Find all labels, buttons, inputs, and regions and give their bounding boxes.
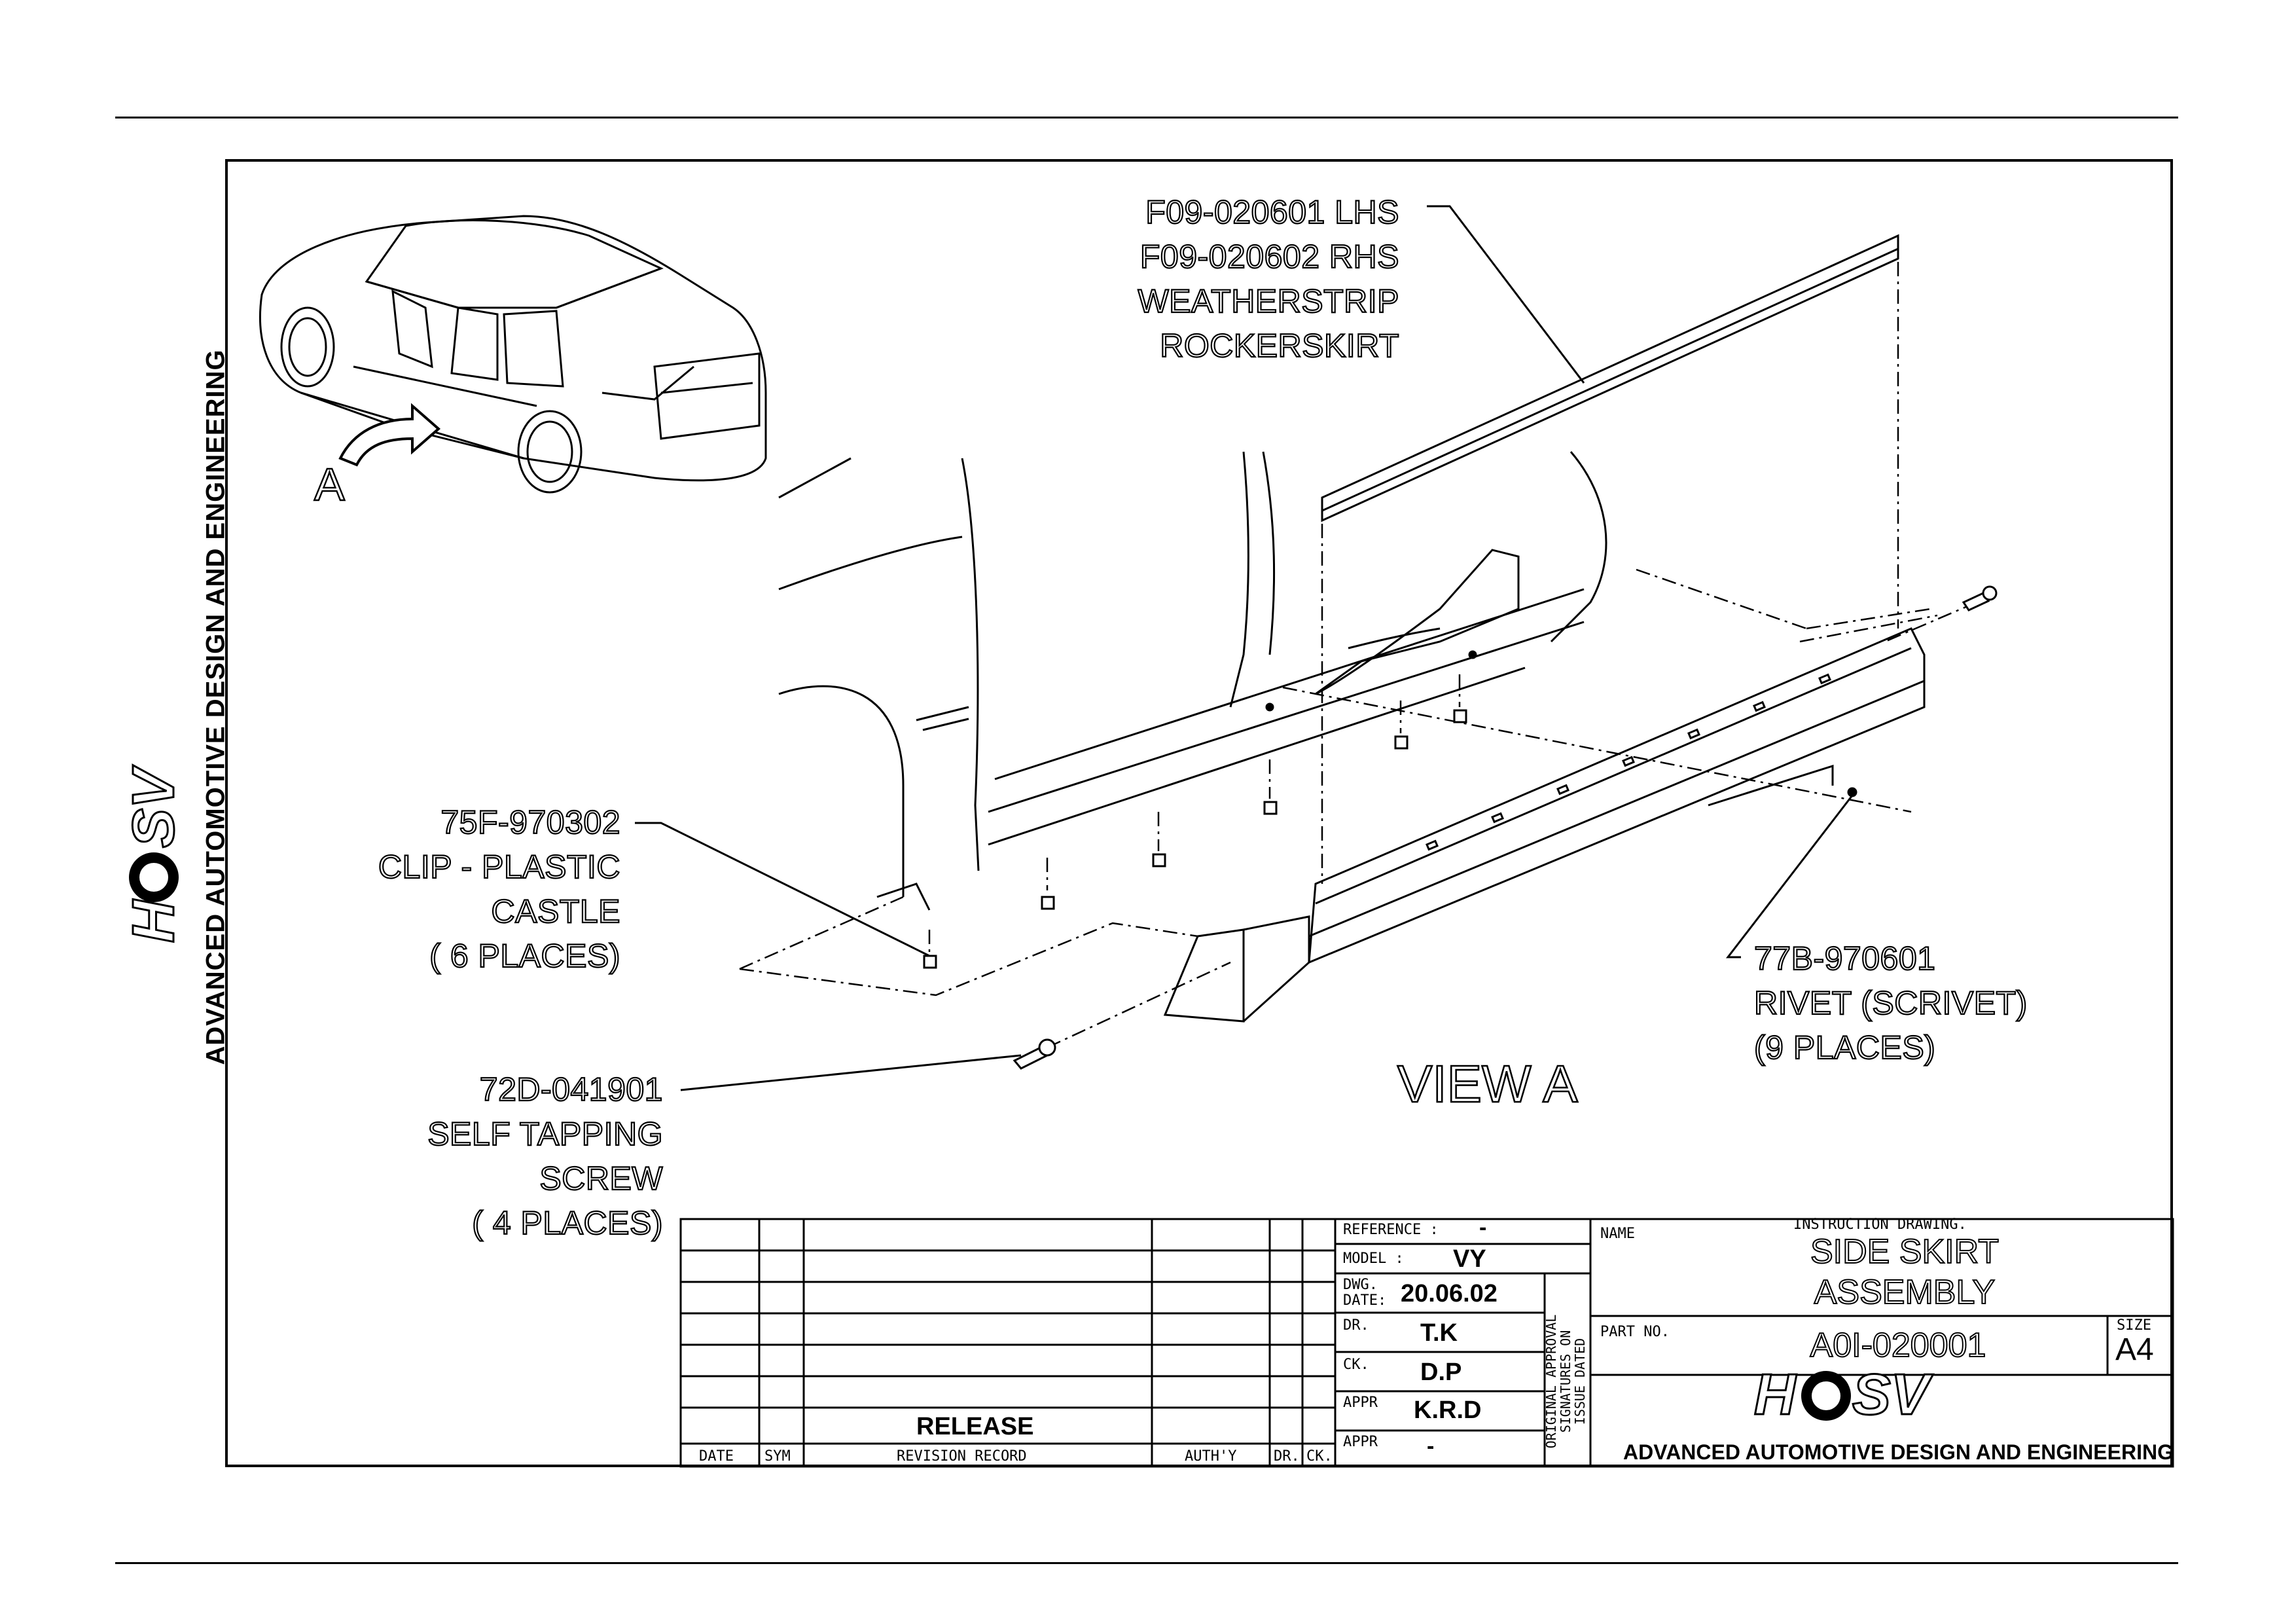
callout-line: 77B-970601	[1753, 939, 1936, 977]
drawing-title-line1: SIDE SKIRT	[1810, 1232, 2000, 1271]
rev-header-auth: AUTH'Y	[1185, 1448, 1237, 1465]
dwg-date-value: 20.06.02	[1401, 1280, 1498, 1307]
callout-line: F09-020601 LHS	[1145, 193, 1400, 231]
callout-line: 72D-041901	[479, 1070, 664, 1108]
weatherstrip-part	[1321, 234, 1899, 522]
rev-header-sym: SYM	[764, 1448, 791, 1465]
svg-text:H: H	[1754, 1362, 1797, 1427]
callout-line: RIVET (SCRIVET)	[1753, 984, 2028, 1022]
model-label: MODEL :	[1343, 1250, 1404, 1267]
drawing-type: INSTRUCTION DRAWING.	[1793, 1216, 1967, 1233]
side-company-name: ADVANCED AUTOMOTIVE DESIGN AND ENGINEERI…	[201, 349, 230, 1065]
size-label: SIZE	[2117, 1317, 2151, 1334]
approval-note-line: SIGNATURES ON	[1558, 1330, 1573, 1433]
rivet-fasteners	[1265, 650, 1857, 797]
rev-header-ck: CK.	[1306, 1448, 1333, 1465]
appr2-value: -	[1427, 1434, 1435, 1459]
callout-line: WEATHERSTRIP	[1137, 282, 1399, 320]
callout-line: CLIP - PLASTIC	[378, 848, 621, 886]
rev-header-record: REVISION RECORD	[897, 1448, 1027, 1465]
view-arrow	[338, 403, 441, 467]
callout-line: SCREW	[539, 1159, 663, 1197]
title-block-grid	[679, 1218, 2174, 1468]
part-no-value: A0I-020001	[1810, 1326, 1987, 1365]
callout-line: F09-020602 RHS	[1139, 238, 1400, 276]
ck-value: D.P	[1420, 1359, 1462, 1386]
leader-lines	[635, 205, 1854, 1091]
dwg-date-label-2: DATE:	[1343, 1292, 1387, 1309]
screw-fasteners	[1013, 585, 1998, 1070]
dr-label: DR.	[1343, 1317, 1369, 1334]
appr-label: APPR	[1343, 1395, 1378, 1411]
approval-note-line: ISSUE DATED	[1572, 1338, 1588, 1425]
side-skirt-part	[1163, 627, 1926, 1023]
ck-label: CK.	[1343, 1357, 1369, 1373]
car-sketch	[259, 215, 767, 494]
reference-label: REFERENCE :	[1343, 1222, 1439, 1238]
rev-header-dr: DR.	[1274, 1448, 1300, 1465]
approval-note: ORIGINAL APPROVAL SIGNATURES ON ISSUE DA…	[1543, 1314, 1588, 1449]
skirt-slots	[1426, 673, 1831, 851]
release-label: RELEASE	[916, 1413, 1034, 1440]
top-rule	[115, 117, 2178, 119]
svg-text:SV: SV	[121, 765, 187, 848]
assembly-lines	[739, 262, 1977, 1049]
screw-callout: 72D-041901 SELF TAPPING SCREW ( 4 PLACES…	[427, 1067, 664, 1245]
dwg-date-label-1: DWG.	[1343, 1277, 1378, 1293]
callout-line: CASTLE	[490, 892, 620, 930]
bottom-rule	[115, 1562, 2178, 1564]
hsv-logo-side: H SV	[120, 763, 188, 943]
clip-fasteners	[923, 709, 1467, 969]
name-label: NAME	[1600, 1226, 1635, 1242]
svg-text:SV: SV	[1852, 1362, 1933, 1427]
model-value: VY	[1453, 1245, 1486, 1273]
clip-callout: 75F-970302 CLIP - PLASTIC CASTLE ( 6 PLA…	[378, 800, 621, 978]
callout-line: SELF TAPPING	[427, 1115, 664, 1153]
size-value: A4	[2115, 1332, 2154, 1367]
appr-value: K.R.D	[1414, 1396, 1482, 1424]
weatherstrip-callout: F09-020601 LHS F09-020602 RHS WEATHERSTR…	[1137, 190, 1400, 368]
svg-text:H: H	[121, 899, 187, 943]
dr-value: T.K	[1420, 1319, 1458, 1347]
callout-line: 75F-970302	[440, 803, 620, 841]
reference-value: -	[1479, 1215, 1487, 1240]
approval-note-line: ORIGINAL APPROVAL	[1543, 1314, 1559, 1449]
arrow-label: A	[314, 458, 346, 511]
callout-line: ( 4 PLACES)	[471, 1204, 663, 1242]
part-no-label: PART NO.	[1600, 1324, 1670, 1340]
callout-line: (9 PLACES)	[1753, 1029, 1936, 1067]
appr2-label: APPR	[1343, 1434, 1378, 1450]
view-label: VIEW A	[1397, 1054, 1579, 1114]
bottom-company-name: ADVANCED AUTOMOTIVE DESIGN AND ENGINEERI…	[1623, 1440, 2174, 1464]
callout-line: ( 6 PLACES)	[429, 937, 620, 975]
rivet-callout: 77B-970601 RIVET (SCRIVET) (9 PLACES)	[1753, 936, 2028, 1070]
body-panel	[778, 451, 1607, 911]
drawing-title-line2: ASSEMBLY	[1814, 1273, 1996, 1312]
hsv-logo-block: H SV	[1753, 1361, 1935, 1428]
rev-header-date: DATE	[699, 1448, 734, 1465]
callout-line: ROCKERSKIRT	[1159, 327, 1399, 365]
